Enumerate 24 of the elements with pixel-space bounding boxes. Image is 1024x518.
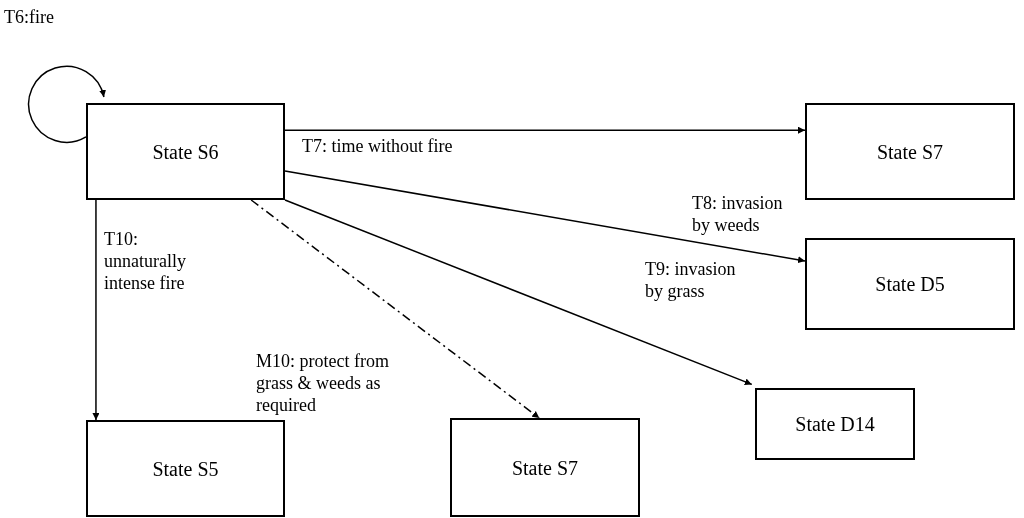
edge-label: M10: protect from grass & weeds as required [256, 350, 390, 416]
edge-label: T8: invasion by weeds [692, 192, 784, 236]
edge-label: T10: unnaturally intense fire [104, 228, 187, 294]
state-label: State S7 [876, 139, 944, 165]
arrow [284, 170, 806, 264]
state-label: State S5 [152, 456, 219, 482]
arrow [284, 199, 753, 386]
state-box [450, 418, 640, 517]
arrow [284, 126, 806, 134]
arrow [250, 199, 541, 419]
arrow [92, 199, 100, 421]
edge-label: T9: invasion by grass [645, 258, 737, 302]
state-box [86, 420, 285, 517]
state-label: State S7 [511, 455, 579, 481]
edge-label: T6:fire [4, 6, 55, 28]
state-label: State D5 [875, 272, 945, 297]
state-box [86, 103, 285, 200]
state-label: State S6 [152, 139, 219, 165]
state-box [805, 238, 1015, 330]
arrow [27, 65, 106, 143]
state-box [805, 103, 1015, 200]
state-box [755, 388, 915, 460]
state-label: State D14 [795, 412, 875, 437]
edge-label: T7: time without fire [302, 135, 454, 157]
